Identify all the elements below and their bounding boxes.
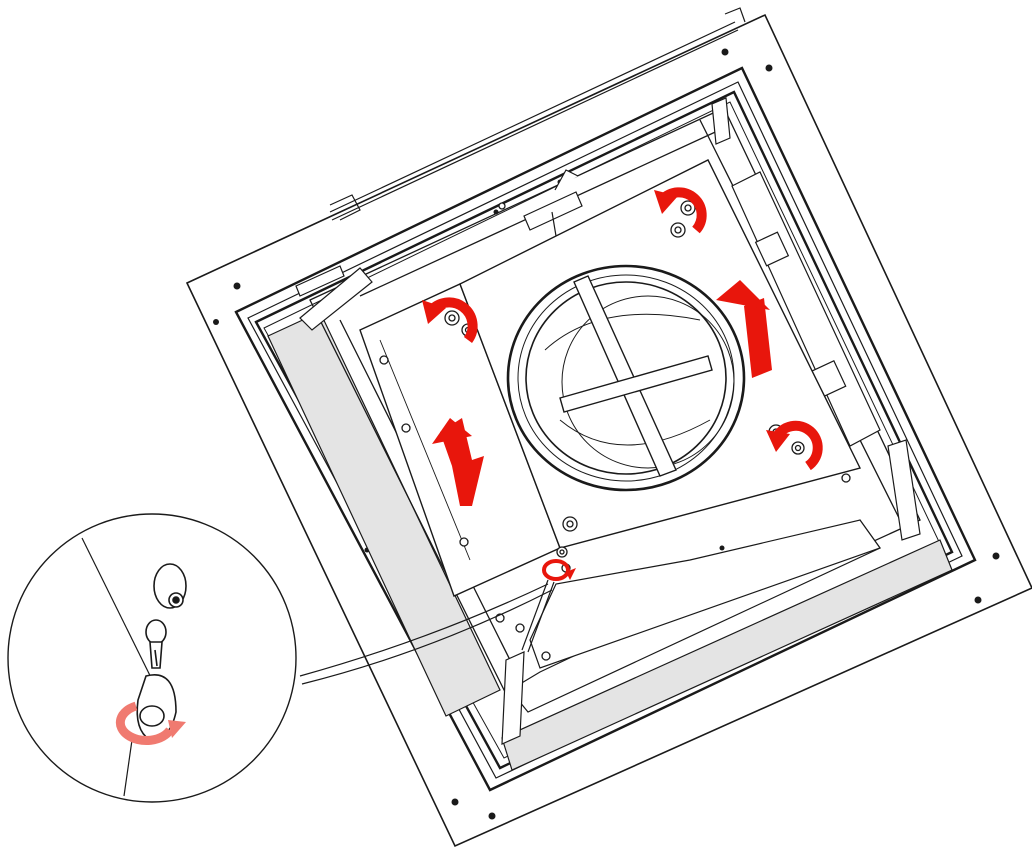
rotate-arrow-icon bbox=[766, 420, 823, 471]
right-latch bbox=[887, 439, 921, 541]
push-arrow-icon bbox=[432, 418, 484, 506]
rotate-arrow-icon bbox=[542, 559, 576, 581]
left-top-latch bbox=[295, 265, 373, 331]
rotate-arrow-icon bbox=[654, 187, 707, 234]
detail-boss bbox=[153, 563, 187, 609]
damper-blade bbox=[559, 275, 713, 477]
rotate-arrow-icon bbox=[422, 297, 478, 343]
screwdriver-icon bbox=[136, 619, 177, 741]
push-arrow-icon bbox=[716, 280, 772, 378]
screw-bosses bbox=[379, 200, 851, 661]
damper-plate-bottom bbox=[509, 519, 881, 713]
detail-callout-circle bbox=[7, 513, 297, 803]
top-bracket bbox=[523, 169, 583, 237]
rotate-arrow-icon bbox=[115, 701, 186, 746]
top-right-latch bbox=[711, 97, 731, 145]
top-hinge-strip bbox=[329, 7, 746, 221]
bottom-latch bbox=[501, 651, 525, 745]
adjustment-rod bbox=[521, 579, 555, 653]
detail-callout-leader bbox=[299, 583, 553, 685]
